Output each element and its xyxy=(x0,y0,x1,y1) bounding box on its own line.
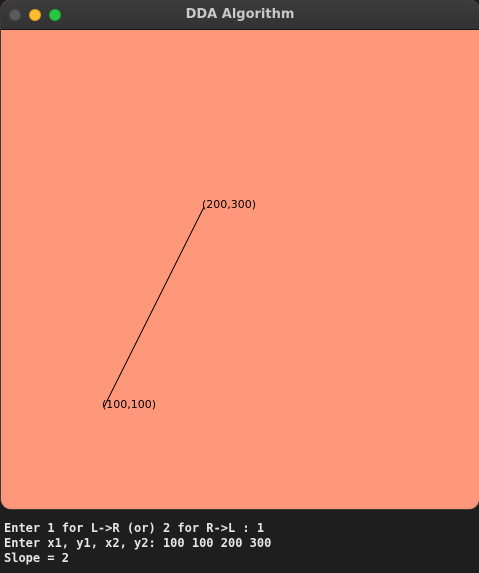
terminal-line: Enter 1 for L->R (or) 2 for R->L : 1 xyxy=(4,521,265,535)
title-bar[interactable]: DDA Algorithm xyxy=(1,0,479,30)
window-title: DDA Algorithm xyxy=(185,7,295,22)
canvas-svg xyxy=(103,206,205,408)
terminal-line: Enter x1, y1, x2, y2: 100 100 200 300 xyxy=(4,536,272,550)
minimize-button[interactable] xyxy=(29,9,41,21)
dda-line xyxy=(103,206,205,408)
drawing-canvas: (100,100) (200,300) xyxy=(1,30,479,509)
end-point-label: (200,300) xyxy=(202,198,257,211)
start-point-label: (100,100) xyxy=(102,398,157,411)
terminal-line: Slope = 2 xyxy=(4,551,70,565)
terminal-output: Enter 1 for L->R (or) 2 for R->L : 1 Ent… xyxy=(0,516,479,573)
maximize-button[interactable] xyxy=(49,9,61,21)
close-button[interactable] xyxy=(9,9,21,21)
app-window: DDA Algorithm (100,100) (200,300) xyxy=(1,0,479,509)
